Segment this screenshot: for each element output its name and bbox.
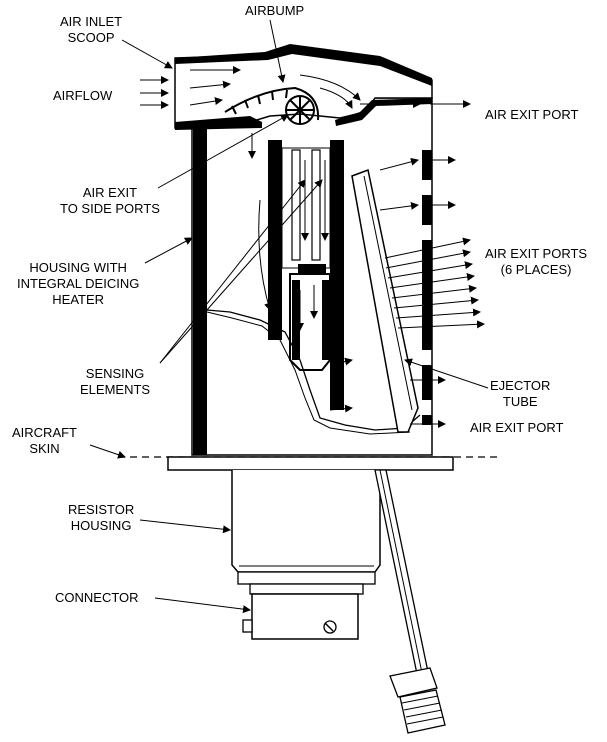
- label-aircraft-skin: AIRCRAFT SKIN: [12, 425, 77, 456]
- label-air-exit-side-ports: AIR EXIT TO SIDE PORTS: [60, 185, 160, 216]
- label-resistor-housing: RESISTOR HOUSING: [68, 502, 135, 533]
- drain-tube: [374, 469, 446, 734]
- label-airflow: AIRFLOW: [53, 88, 113, 103]
- label-air-exit-ports: AIR EXIT PORTS (6 PLACES): [485, 246, 588, 277]
- sensing-chamber: [268, 140, 344, 410]
- label-sensing-elements: SENSING ELEMENTS: [80, 366, 151, 397]
- resistor-housing: [231, 470, 381, 573]
- label-air-exit-port-bottom: AIR EXIT PORT: [470, 420, 564, 435]
- label-housing: HOUSING WITH INTEGRAL DEICING HEATER: [17, 260, 140, 307]
- connector: [237, 571, 376, 640]
- leader-lines: [89, 19, 489, 614]
- label-ejector-tube: EJECTOR TUBE: [490, 378, 551, 409]
- cutaway-edge: [206, 309, 421, 431]
- label-airbump: AIRBUMP: [245, 3, 305, 18]
- label-connector: CONNECTOR: [55, 590, 139, 605]
- base-flange: [167, 456, 454, 471]
- label-air-inlet-scoop: AIR INLET SCOOP: [60, 14, 123, 45]
- ejector-tube: [351, 168, 419, 433]
- airflow-arrows: [140, 66, 485, 428]
- airbump-vanes: [224, 86, 320, 125]
- label-air-exit-port-top: AIR EXIT PORT: [485, 107, 579, 122]
